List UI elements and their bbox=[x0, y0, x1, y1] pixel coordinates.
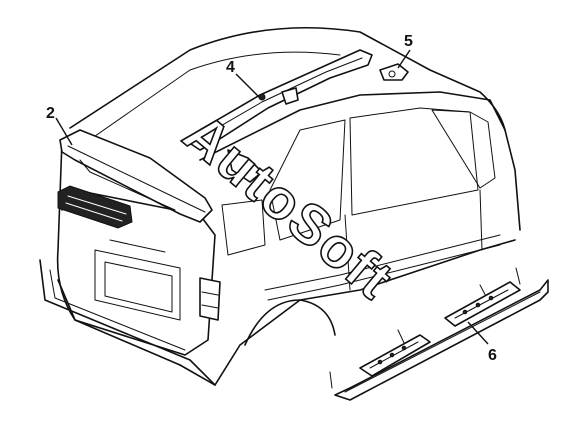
rail-end-bracket-part bbox=[379, 63, 409, 81]
rear-light-bar bbox=[57, 185, 133, 229]
callout-number-2: 2 bbox=[46, 105, 55, 122]
side-step-bar-part bbox=[329, 267, 549, 401]
callout-4: 4 bbox=[226, 59, 261, 99]
callout-number-5: 5 bbox=[404, 33, 413, 50]
roof-rail-part bbox=[184, 49, 373, 183]
rear-spoiler-part bbox=[59, 129, 213, 223]
callout-number-4: 4 bbox=[226, 59, 235, 76]
callout-2: 2 bbox=[46, 105, 73, 146]
callout-6: 6 bbox=[467, 321, 497, 364]
callout-number-6: 6 bbox=[488, 347, 497, 364]
callout-5: 5 bbox=[397, 33, 413, 69]
van-body-outline bbox=[39, 26, 521, 386]
